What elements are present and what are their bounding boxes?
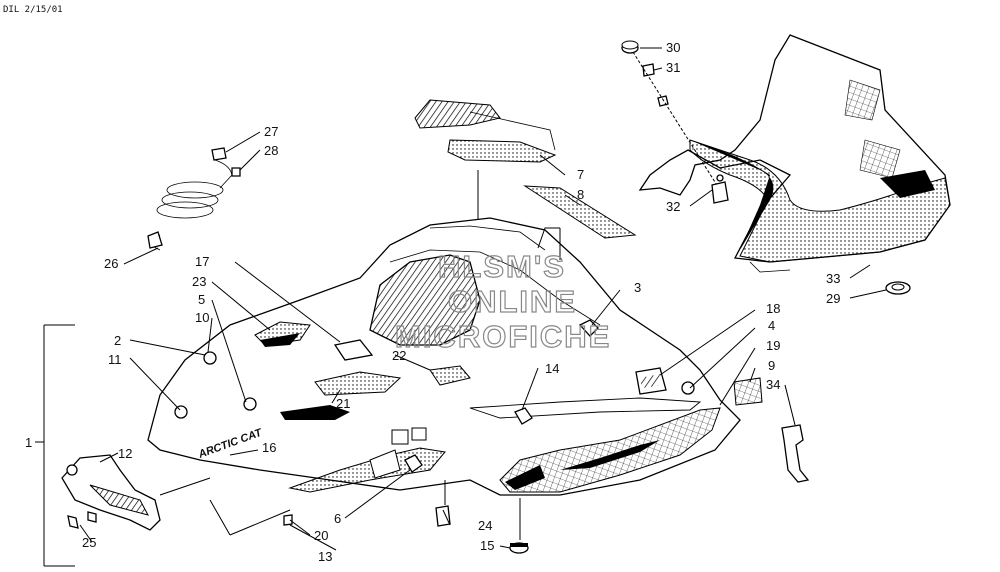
callout-26: 26 bbox=[104, 256, 118, 271]
callout-12: 12 bbox=[118, 446, 132, 461]
callout-7: 7 bbox=[577, 167, 584, 182]
front-bumper bbox=[61, 454, 161, 531]
callout-23: 23 bbox=[192, 274, 206, 289]
callout-25: 25 bbox=[82, 535, 96, 550]
callout-28: 28 bbox=[264, 143, 278, 158]
callout-31: 31 bbox=[666, 60, 680, 75]
callout-17: 17 bbox=[195, 254, 209, 269]
callout-1: 1 bbox=[25, 435, 32, 450]
hood bbox=[147, 217, 741, 496]
callout-34: 34 bbox=[766, 377, 780, 392]
callout-10: 10 bbox=[195, 310, 209, 325]
callout-13: 13 bbox=[318, 549, 332, 564]
callout-14: 14 bbox=[545, 361, 559, 376]
loose-parts bbox=[283, 281, 911, 554]
callout-18: 18 bbox=[766, 301, 780, 316]
callout-32: 32 bbox=[666, 199, 680, 214]
cable-assembly bbox=[147, 147, 241, 251]
callout-33: 33 bbox=[826, 271, 840, 286]
callout-11: 11 bbox=[108, 352, 122, 367]
windshield bbox=[638, 34, 951, 273]
watermark: HLSM'S ONLINE MICROFICHE bbox=[394, 248, 611, 354]
decal-7 bbox=[414, 99, 557, 163]
callout-2: 2 bbox=[114, 333, 121, 348]
callout-6: 6 bbox=[334, 511, 341, 526]
windshield-hardware bbox=[621, 40, 729, 204]
callout-22: 22 bbox=[392, 348, 406, 363]
diagram-code: DIL 2/15/01 bbox=[3, 5, 63, 15]
callout-21: 21 bbox=[336, 396, 350, 411]
callout-29: 29 bbox=[826, 291, 840, 306]
callout-16: 16 bbox=[262, 440, 276, 455]
callout-30: 30 bbox=[666, 40, 680, 55]
callout-5: 5 bbox=[198, 292, 205, 307]
callout-8: 8 bbox=[577, 187, 584, 202]
watermark-line-3: MICROFICHE bbox=[395, 319, 611, 354]
callout-4: 4 bbox=[768, 318, 775, 333]
callout-labels: 1 2 3 4 5 6 7 8 9 10 11 12 13 14 15 16 1… bbox=[25, 40, 840, 564]
watermark-line-2: ONLINE bbox=[448, 284, 577, 319]
leader-lines bbox=[35, 47, 887, 567]
watermark-line-1: HLSM'S bbox=[438, 249, 566, 284]
callout-15: 15 bbox=[480, 538, 494, 553]
callout-27: 27 bbox=[264, 124, 278, 139]
decal-8 bbox=[523, 185, 637, 239]
callout-20: 20 bbox=[314, 528, 328, 543]
callout-24: 24 bbox=[478, 518, 492, 533]
callout-9: 9 bbox=[768, 358, 775, 373]
callout-19: 19 bbox=[766, 338, 780, 353]
callout-3: 3 bbox=[634, 280, 641, 295]
